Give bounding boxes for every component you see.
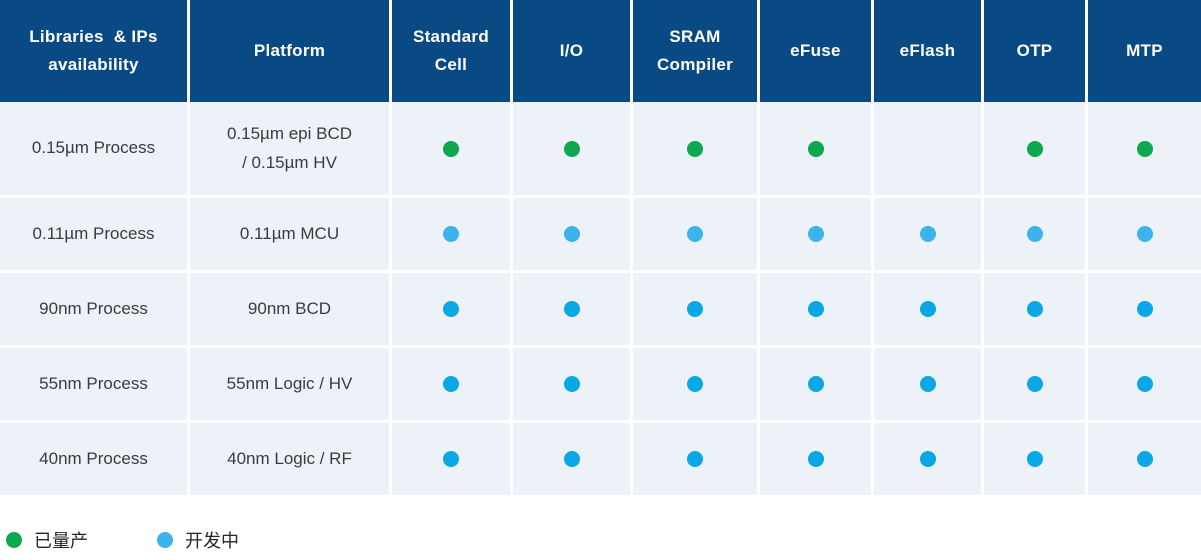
column-header-platform: Platform xyxy=(190,0,389,102)
status-cell-efuse xyxy=(760,420,871,495)
status-cell-mtp xyxy=(1088,102,1201,195)
platform-cell: 55nm Logic / HV xyxy=(190,345,389,420)
legend-label-in-development: 开发中 xyxy=(185,531,239,551)
status-cell-io xyxy=(513,420,630,495)
status-dot-blue-icon xyxy=(919,301,936,317)
status-cell-sram-compiler xyxy=(633,345,757,420)
availability-table: Libraries & IPs availability Platform St… xyxy=(0,0,1201,495)
status-cell-standard-cell xyxy=(392,345,510,420)
status-dot-blue-icon xyxy=(1136,301,1153,317)
status-cell-sram-compiler xyxy=(633,195,757,270)
status-cell-io xyxy=(513,270,630,345)
status-cell-mtp xyxy=(1088,195,1201,270)
legend-item-in-development: 开发中 xyxy=(157,527,239,553)
status-dot-blue-icon xyxy=(563,376,580,392)
status-cell-efuse xyxy=(760,102,871,195)
status-cell-standard-cell xyxy=(392,102,510,195)
status-dot-green-icon xyxy=(687,140,703,157)
process-cell: 90nm Process xyxy=(0,270,187,345)
status-dot-blue-icon xyxy=(1136,376,1153,392)
status-dot-green-icon xyxy=(1026,140,1043,157)
platform-cell: 0.15µm epi BCD / 0.15µm HV xyxy=(190,102,389,195)
platform-cell: 90nm BCD xyxy=(190,270,389,345)
column-header-standard-cell: Standard Cell xyxy=(392,0,510,102)
legend-blue-dot-icon xyxy=(157,532,173,548)
status-dot-blue-icon xyxy=(807,301,824,317)
status-cell-eflash xyxy=(874,345,981,420)
status-dot-blue_light-icon xyxy=(1026,226,1043,242)
process-cell: 0.11µm Process xyxy=(0,195,187,270)
status-dot-blue-icon xyxy=(807,451,824,467)
process-cell: 40nm Process xyxy=(0,420,187,495)
status-cell-standard-cell xyxy=(392,195,510,270)
status-dot-blue-icon xyxy=(687,451,703,467)
status-dot-blue-icon xyxy=(919,376,936,392)
status-cell-eflash xyxy=(874,195,981,270)
legend-green-dot-icon xyxy=(6,532,22,548)
status-dot-green-icon xyxy=(807,140,824,157)
status-dot-blue_light-icon xyxy=(1136,226,1153,242)
status-cell-eflash xyxy=(874,270,981,345)
status-cell-io xyxy=(513,345,630,420)
column-header-efuse: eFuse xyxy=(760,0,871,102)
status-cell-eflash xyxy=(874,420,981,495)
column-header-io: I/O xyxy=(513,0,630,102)
status-dot-blue-icon xyxy=(1026,301,1043,317)
status-cell-mtp xyxy=(1088,270,1201,345)
status-cell-efuse xyxy=(760,270,871,345)
status-dot-blue-icon xyxy=(443,301,459,317)
status-dot-blue-icon xyxy=(687,301,703,317)
status-cell-mtp xyxy=(1088,420,1201,495)
status-dot-blue-icon xyxy=(919,451,936,467)
status-dot-blue-icon xyxy=(1136,451,1153,467)
status-dot-green-icon xyxy=(563,140,580,157)
status-cell-sram-compiler xyxy=(633,102,757,195)
status-cell-otp xyxy=(984,345,1085,420)
status-dot-blue_light-icon xyxy=(443,226,459,242)
status-cell-efuse xyxy=(760,195,871,270)
status-dot-blue-icon xyxy=(1026,376,1043,392)
column-header-eflash: eFlash xyxy=(874,0,981,102)
status-dot-green-icon xyxy=(443,140,459,157)
legend: 已量产 开发中 xyxy=(0,527,1201,553)
platform-cell: 40nm Logic / RF xyxy=(190,420,389,495)
column-header-libraries-ips: Libraries & IPs availability xyxy=(0,0,187,102)
legend-label-mass-production: 已量产 xyxy=(34,531,88,551)
status-cell-standard-cell xyxy=(392,420,510,495)
platform-cell: 0.11µm MCU xyxy=(190,195,389,270)
status-cell-standard-cell xyxy=(392,270,510,345)
status-cell-eflash xyxy=(874,102,981,195)
status-cell-otp xyxy=(984,102,1085,195)
status-cell-sram-compiler xyxy=(633,270,757,345)
status-dot-blue-icon xyxy=(443,376,459,392)
status-dot-blue_light-icon xyxy=(563,226,580,242)
status-cell-otp xyxy=(984,270,1085,345)
status-dot-blue_light-icon xyxy=(919,226,936,242)
status-dot-blue-icon xyxy=(1026,451,1043,467)
status-dot-blue-icon xyxy=(563,451,580,467)
status-cell-io xyxy=(513,195,630,270)
status-cell-otp xyxy=(984,195,1085,270)
column-header-sram-compiler: SRAM Compiler xyxy=(633,0,757,102)
status-cell-efuse xyxy=(760,345,871,420)
status-dot-blue_light-icon xyxy=(807,226,824,242)
status-cell-mtp xyxy=(1088,345,1201,420)
status-dot-blue-icon xyxy=(443,451,459,467)
process-cell: 55nm Process xyxy=(0,345,187,420)
status-dot-blue-icon xyxy=(563,301,580,317)
status-cell-sram-compiler xyxy=(633,420,757,495)
status-dot-green-icon xyxy=(1136,140,1153,157)
status-dot-blue-icon xyxy=(807,376,824,392)
column-header-otp: OTP xyxy=(984,0,1085,102)
status-cell-io xyxy=(513,102,630,195)
status-dot-blue_light-icon xyxy=(687,226,703,242)
status-dot-blue-icon xyxy=(687,376,703,392)
process-cell: 0.15µm Process xyxy=(0,102,187,195)
status-cell-otp xyxy=(984,420,1085,495)
legend-item-mass-production: 已量产 xyxy=(6,527,88,553)
column-header-mtp: MTP xyxy=(1088,0,1201,102)
